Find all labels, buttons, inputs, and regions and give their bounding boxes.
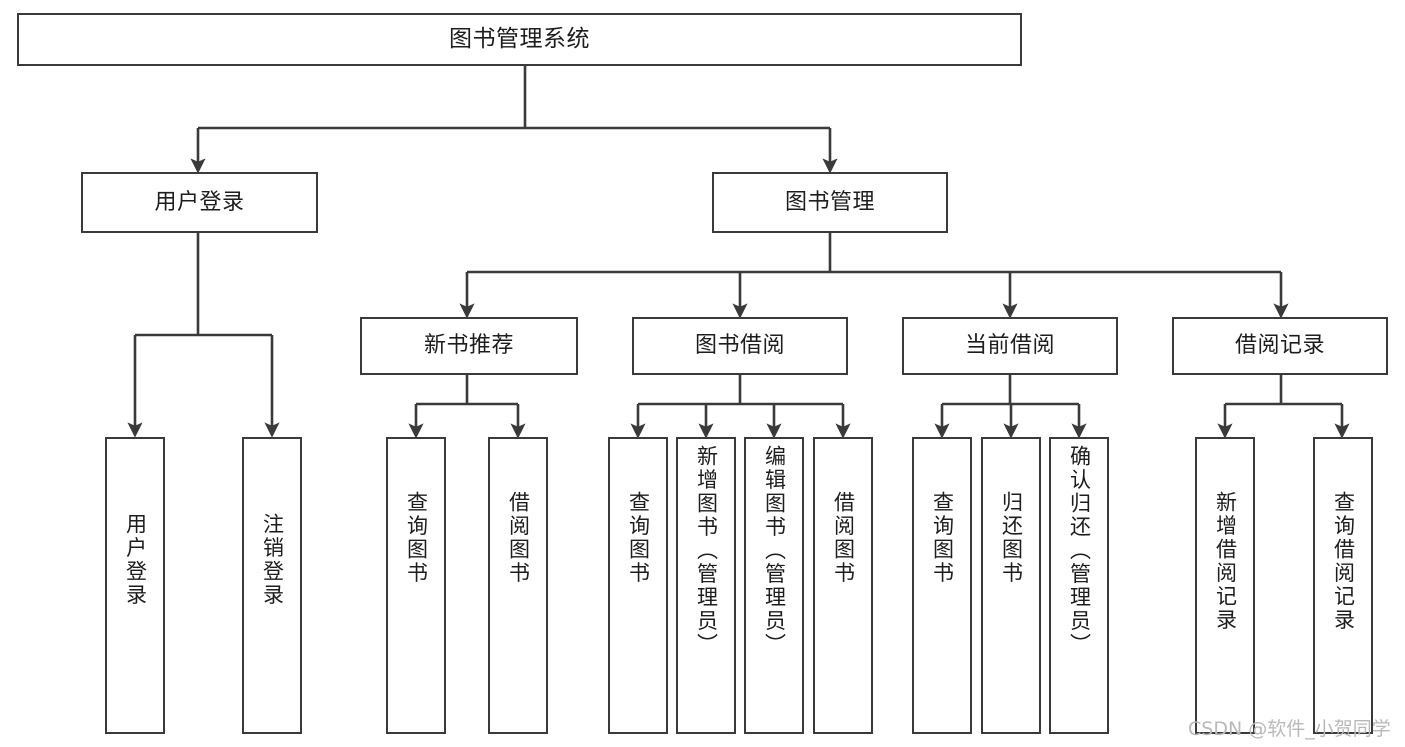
node-label: 新增图书（管理员） [694,445,719,657]
leaf-edit-book-admin[interactable]: 编辑图书（管理员） [744,437,804,734]
node-label: 注销登录 [260,513,285,607]
leaf-confirm-return-admin[interactable]: 确认归还（管理员） [1049,437,1109,734]
node-label: 编辑图书（管理员） [762,445,787,657]
node-current-borrow[interactable]: 当前借阅 [902,317,1118,375]
node-label: 确认归还（管理员） [1067,445,1092,657]
leaf-borrow-book[interactable]: 借阅图书 [813,437,873,734]
leaf-borrow-book-recommend[interactable]: 借阅图书 [488,437,548,734]
node-label: 查询借阅记录 [1331,491,1356,632]
node-label: 图书管理系统 [449,25,590,52]
csdn-watermark: CSDN @软件_小贺同学 [1188,718,1391,740]
leaf-user-login[interactable]: 用户登录 [105,437,165,734]
node-borrow-records[interactable]: 借阅记录 [1172,317,1388,375]
node-label: 新增借阅记录 [1213,491,1238,632]
leaf-add-book-admin[interactable]: 新增图书（管理员） [676,437,736,734]
node-label: 用户登录 [123,513,148,607]
node-label: 新书推荐 [423,333,514,359]
node-user-login[interactable]: 用户登录 [81,172,318,233]
leaf-query-book-borrow[interactable]: 查询图书 [608,437,668,734]
node-root-system[interactable]: 图书管理系统 [17,13,1022,66]
node-new-book-recommend[interactable]: 新书推荐 [360,317,578,375]
node-label: 图书借阅 [694,333,785,359]
node-label: 借阅图书 [506,491,531,585]
leaf-add-borrow-record[interactable]: 新增借阅记录 [1195,437,1255,734]
node-label: 借阅图书 [831,491,856,585]
node-label: 查询图书 [930,491,955,585]
leaf-user-logout[interactable]: 注销登录 [242,437,302,734]
leaf-query-borrow-record[interactable]: 查询借阅记录 [1313,437,1373,734]
leaf-query-book-recommend[interactable]: 查询图书 [386,437,446,734]
node-label: 归还图书 [999,491,1024,585]
node-label: 借阅记录 [1234,333,1325,359]
node-label: 图书管理 [784,189,875,215]
node-book-management[interactable]: 图书管理 [712,172,948,233]
leaf-return-book[interactable]: 归还图书 [981,437,1041,734]
node-label: 用户登录 [154,189,245,215]
node-label: 查询图书 [404,491,429,585]
node-label: 查询图书 [626,491,651,585]
leaf-query-book-current[interactable]: 查询图书 [912,437,972,734]
node-book-borrow[interactable]: 图书借阅 [632,317,848,375]
node-label: 当前借阅 [964,333,1055,359]
